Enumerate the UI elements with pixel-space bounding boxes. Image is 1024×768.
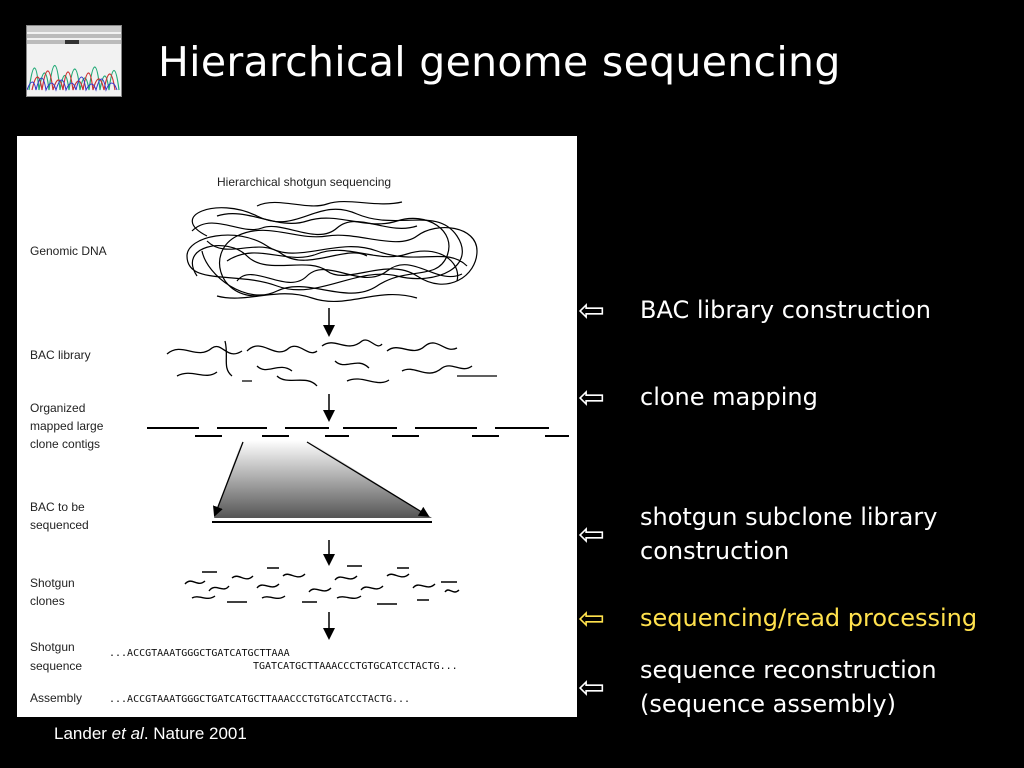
step-sequence-reconstruction: ⇦ sequence reconstruction (sequence asse… [578, 653, 1018, 721]
zoom-arrow-left [213, 441, 244, 517]
hierarchical-sequencing-figure: Hierarchical shotgun sequencing Genomic … [17, 136, 577, 717]
step-bac-library-construction: ⇦ BAC library construction [578, 293, 1018, 327]
label-shotgun-seq-1: Shotgun [30, 640, 75, 654]
figure-canvas: Hierarchical shotgun sequencing Genomic … [30, 175, 569, 705]
label-assembly: Assembly [30, 691, 82, 705]
label-contigs-1: Organized [30, 401, 85, 415]
step-label-line2: construction [640, 537, 790, 565]
step-label: sequencing/read processing [640, 604, 978, 632]
label-contigs-2: mapped large [30, 419, 104, 433]
clone-contigs [147, 427, 569, 437]
citation-etal: et al [111, 724, 144, 743]
label-bac-seq-1: BAC to be [30, 500, 85, 514]
step-clone-mapping: ⇦ clone mapping [578, 380, 1018, 414]
shotgun-read-1: ...ACCGTAAATGGGCTGATCATGCTTAAA [109, 648, 290, 659]
label-bac-library: BAC library [30, 348, 91, 362]
genomic-dna-tangle [186, 201, 478, 303]
left-arrow-icon: ⇦ [578, 599, 605, 637]
figure-title: Hierarchical shotgun sequencing [217, 175, 391, 189]
left-arrow-icon: ⇦ [578, 291, 605, 329]
citation-source: . Nature 2001 [143, 724, 247, 743]
citation-author: Lander [54, 724, 112, 743]
label-genomic-dna: Genomic DNA [30, 244, 107, 258]
step-label: BAC library construction [640, 296, 931, 324]
left-arrow-icon: ⇦ [578, 515, 605, 553]
zoom-arrow-right [306, 441, 430, 517]
label-shotgun-clones-2: clones [30, 594, 65, 608]
step-label: clone mapping [640, 383, 818, 411]
step-label-line2: (sequence assembly) [640, 690, 896, 718]
slide-title: Hierarchical genome sequencing [158, 38, 841, 86]
label-contigs-3: clone contigs [30, 437, 100, 451]
label-shotgun-clones-1: Shotgun [30, 576, 75, 590]
shotgun-clone-fragments [184, 565, 460, 605]
citation: Lander et al. Nature 2001 [54, 724, 247, 744]
step-label-line1: sequence reconstruction [640, 656, 937, 684]
left-arrow-icon: ⇦ [578, 668, 605, 706]
label-shotgun-seq-2: sequence [30, 659, 82, 673]
zoom-fan [214, 440, 432, 518]
step-shotgun-subclone-library: ⇦ shotgun subclone library construction [578, 500, 1018, 568]
assembly-sequence: ...ACCGTAAATGGGCTGATCATGCTTAAACCCTGTGCAT… [109, 694, 410, 705]
bac-library-fragments [166, 339, 497, 387]
label-bac-seq-2: sequenced [30, 518, 89, 532]
step-sequencing-read-processing: ⇦ sequencing/read processing [578, 601, 1018, 635]
chromatogram-trace-icon [27, 26, 121, 92]
step-label-line1: shotgun subclone library [640, 503, 938, 531]
chromatogram-thumbnail [26, 25, 122, 97]
left-arrow-icon: ⇦ [578, 378, 605, 416]
shotgun-read-2: TGATCATGCTTAAACCCTGTGCATCCTACTG... [253, 661, 458, 672]
